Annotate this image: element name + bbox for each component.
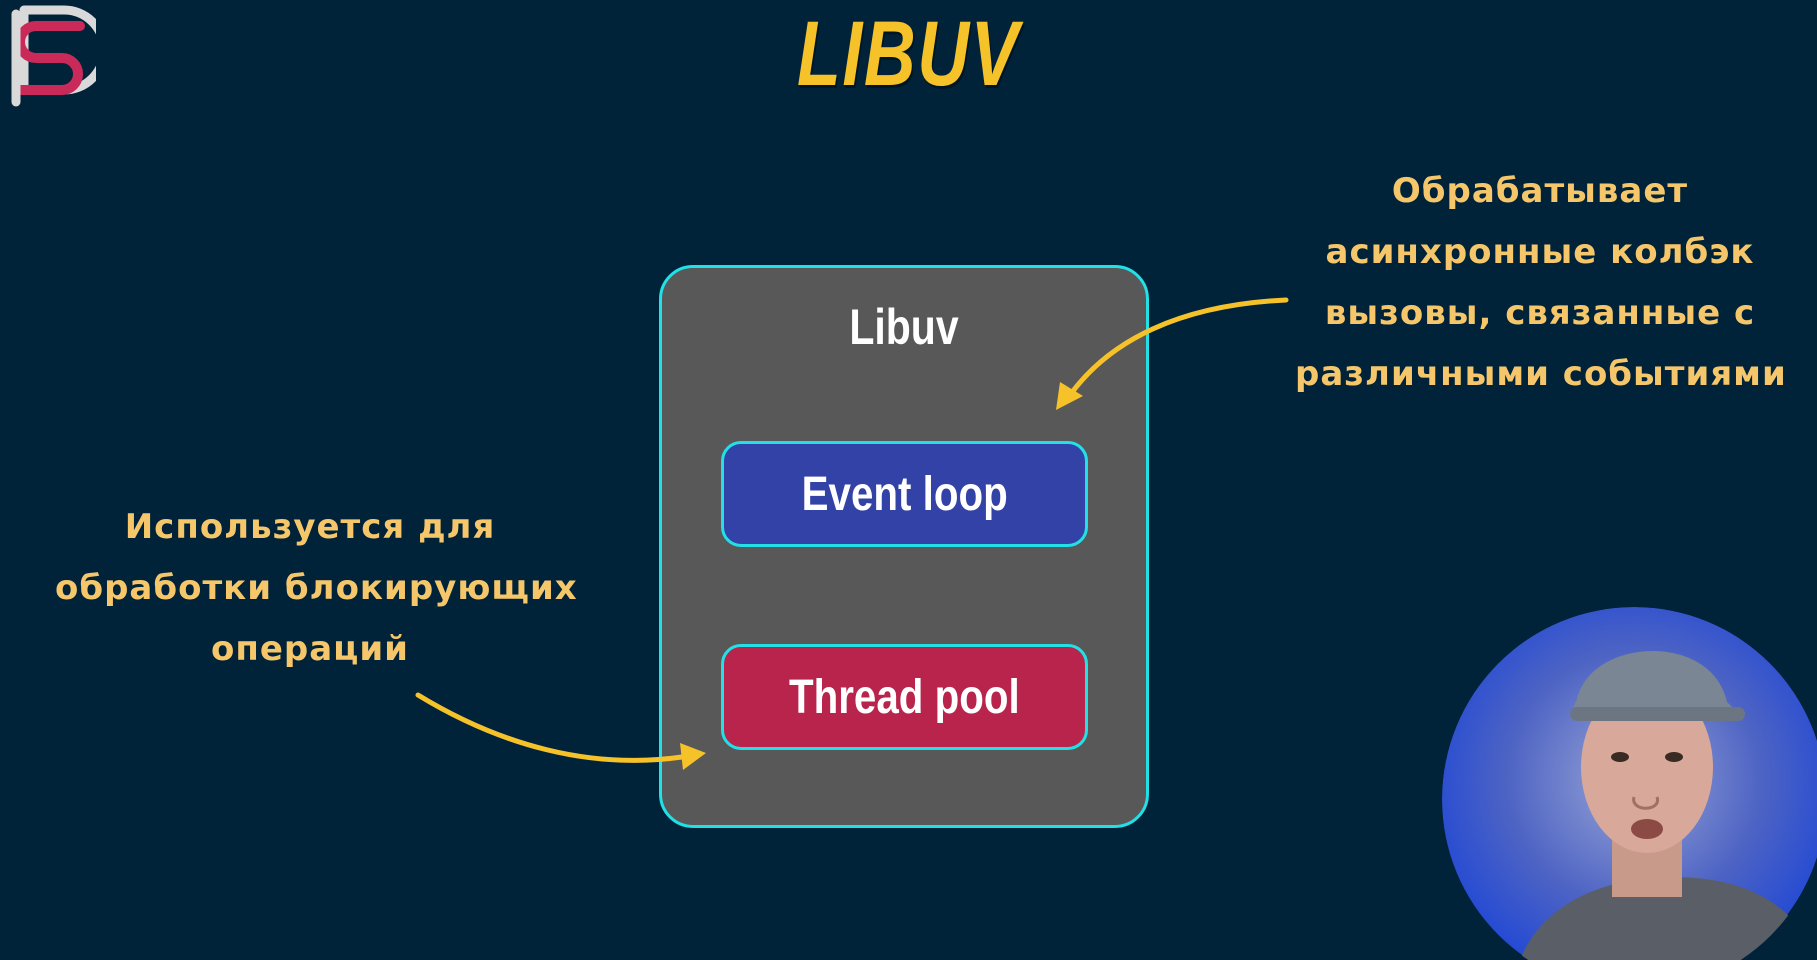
channel-logo-icon bbox=[11, 5, 96, 107]
thread-pool-arrow bbox=[415, 692, 706, 770]
annotation-line: Используется для bbox=[124, 507, 496, 547]
annotation-line: обработки блокирующих bbox=[55, 568, 578, 608]
presenter-avatar bbox=[1442, 607, 1817, 960]
event-loop-arrow bbox=[1056, 297, 1289, 410]
annotation-line: вызовы, связанные с bbox=[1324, 293, 1756, 333]
thread-pool-annotation: Используется для обработки блокирующих о… bbox=[55, 497, 578, 680]
thread-pool-box: Thread pool bbox=[721, 644, 1088, 750]
annotation-line: асинхронные колбэк bbox=[1325, 232, 1755, 272]
libuv-container-label: Libuv bbox=[849, 299, 959, 355]
event-loop-label: Event loop bbox=[801, 467, 1008, 521]
annotation-line: различными событиями bbox=[1295, 354, 1787, 394]
event-loop-annotation: Обрабатывает асинхронные колбэк вызовы, … bbox=[1295, 161, 1787, 405]
page-title: LIBUV bbox=[796, 3, 1021, 105]
annotation-line: операций bbox=[210, 629, 410, 669]
annotation-line: Обрабатывает bbox=[1391, 171, 1689, 211]
event-loop-box: Event loop bbox=[721, 441, 1088, 547]
thread-pool-label: Thread pool bbox=[789, 670, 1020, 724]
